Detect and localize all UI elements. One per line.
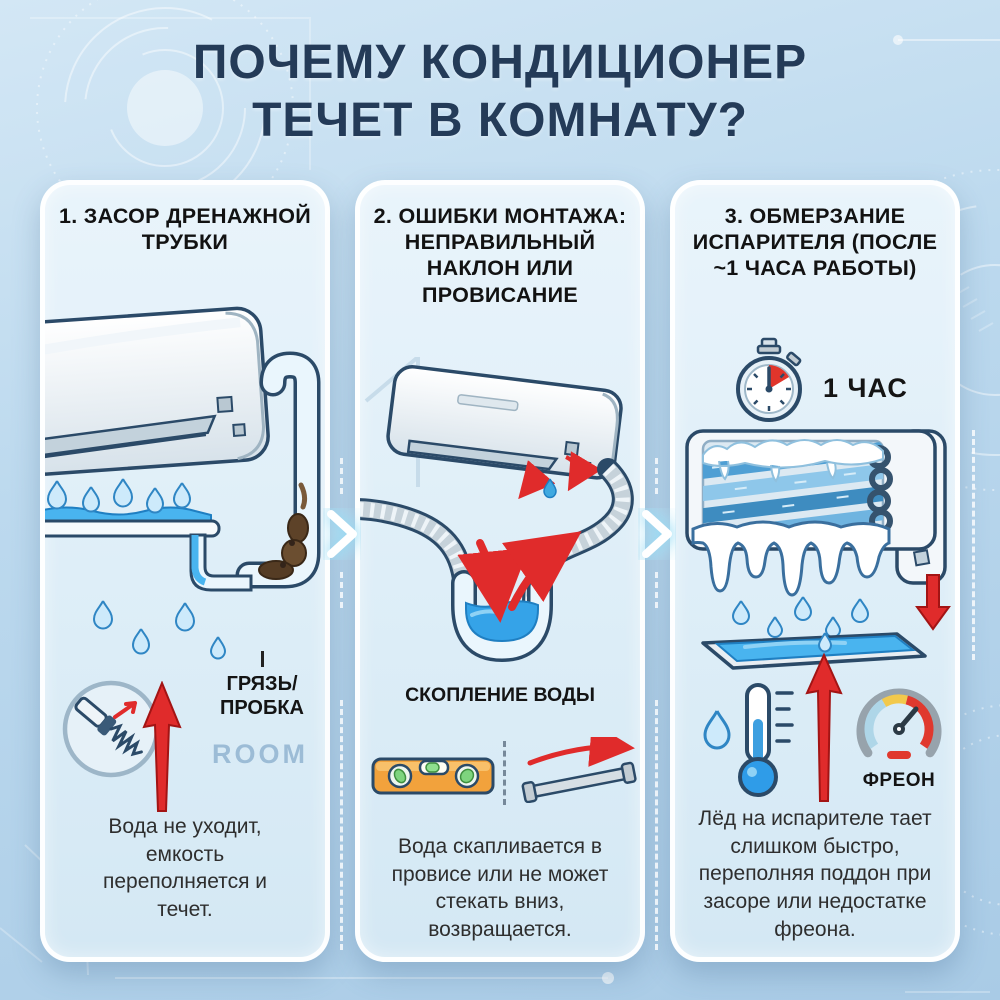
clog-pointer-line: [260, 651, 264, 667]
water-accumulation-label: СКОПЛЕНИЕ ВОДЫ: [405, 684, 595, 706]
ac-indoor-unit-leaking-icon: [45, 306, 321, 660]
clog-label: ГРЯЗЬ/ ПРОБКА: [197, 651, 327, 720]
divider-dash: [340, 700, 343, 950]
panel3-caption: Лёд на испарителе тает слишком быстро, п…: [698, 807, 932, 941]
water-drop-icon: [46, 478, 227, 660]
stopwatch-icon: [736, 337, 802, 422]
drain-cleaning-brush-icon: [62, 680, 160, 778]
one-hour-label: 1 ЧАС: [823, 373, 908, 403]
panel1-title: 1. ЗАСОР ДРЕНАЖНОЙ ТРУБКИ: [59, 204, 311, 255]
overflow-tray-icon: [45, 506, 253, 592]
room-label: ROOM: [212, 739, 308, 769]
divider-dash: [655, 700, 658, 950]
water-trap-icon: [451, 570, 553, 663]
pressure-gauge-block: ФРЕОН: [847, 677, 951, 792]
panel1-caption: Вода не уходит, емкость переполняется и …: [102, 815, 268, 922]
panel-clogged-drain: 1. ЗАСОР ДРЕНАЖНОЙ ТРУБКИ: [40, 180, 330, 962]
sloped-pipe-icon: [521, 737, 637, 803]
page-title-line2: ТЕЧЕТ В КОМНАТУ?: [252, 93, 748, 147]
panel3-title: 3. ОБМЕРЗАНИЕ ИСПАРИТЕЛЯ (ПОСЛЕ ~1 ЧАСА …: [692, 204, 938, 281]
red-up-arrow-icon: [805, 653, 843, 802]
icons-divider: [503, 741, 506, 805]
page-title: ПОЧЕМУ КОНДИЦИОНЕР ТЕЧЕТ В КОМНАТУ?: [0, 34, 1000, 149]
divider-dash: [655, 572, 658, 608]
pressure-gauge-icon: [856, 688, 942, 759]
clogged-drain-pipe-icon: [235, 351, 321, 589]
thermometer-icon: [703, 683, 794, 797]
chevron-right-icon: [327, 510, 357, 558]
page-title-line1: ПОЧЕМУ КОНДИЦИОНЕР: [192, 36, 808, 89]
panel2-title: 2. ОШИБКИ МОНТАЖА: НЕПРАВИЛЬНЫЙ НАКЛОН И…: [373, 204, 627, 307]
drip-tray-icon: [701, 632, 927, 670]
red-flow-arrow-icon: [457, 539, 530, 623]
frozen-evaporator-icon: [685, 429, 951, 670]
panel-installation-errors: 2. ОШИБКИ МОНТАЖА: НЕПРАВИЛЬНЫЙ НАКЛОН И…: [355, 180, 645, 962]
divider-dash: [340, 458, 343, 494]
divider-dash: [340, 572, 343, 608]
chevron-right-icon: [642, 510, 672, 558]
divider-dash: [972, 430, 975, 660]
panel2-caption: Вода скапливается в провисе или не может…: [391, 835, 609, 942]
panel-evaporator-freezing: 3. ОБМЕРЗАНИЕ ИСПАРИТЕЛЯ (ПОСЛЕ ~1 ЧАСА …: [670, 180, 960, 962]
spirit-level-icon: [371, 757, 495, 795]
freon-label: ФРЕОН: [862, 770, 936, 791]
red-down-arrow-icon: [915, 574, 951, 631]
divider-dash: [655, 458, 658, 494]
tilted-ac-unit-icon: [360, 357, 634, 663]
red-up-arrow-icon: [142, 681, 182, 812]
water-drop-icon: [731, 596, 870, 638]
